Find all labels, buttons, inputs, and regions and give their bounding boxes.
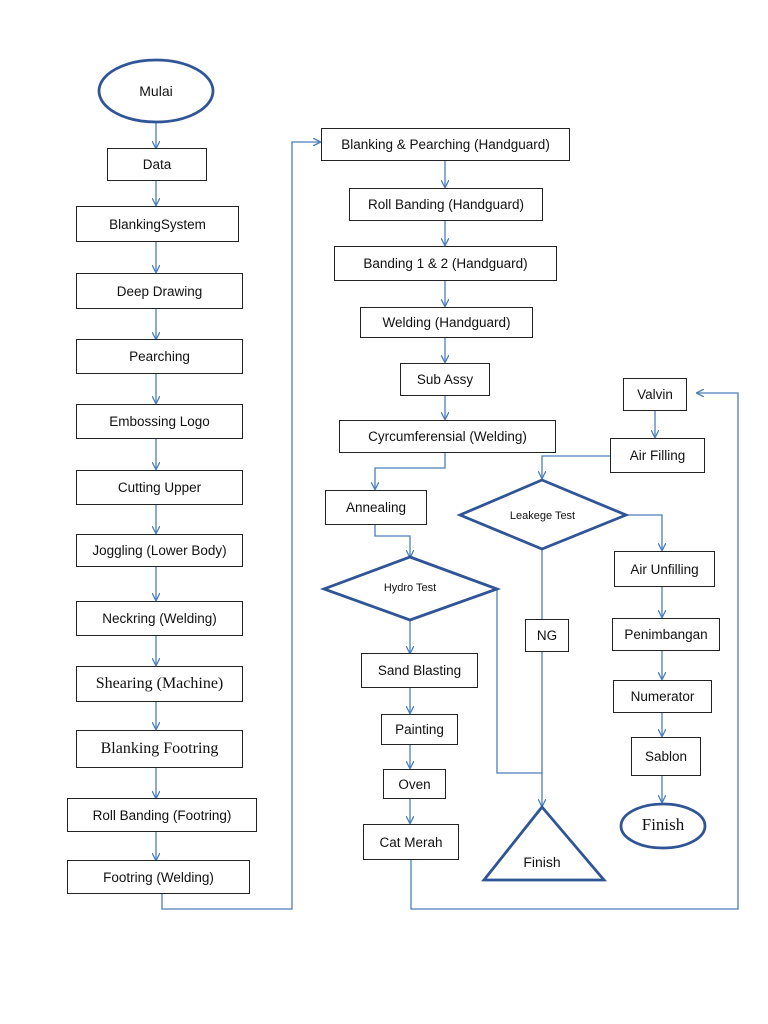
mulai-oval [97,58,215,124]
ng-box: NG [525,619,569,652]
connector-footring-to-handguard [161,142,320,910]
roll-banding-footring-box: Roll Banding (Footring) [67,798,257,832]
leakege-test-diamond [456,478,630,551]
blanking-pearching-handguard-box: Blanking & Pearching (Handguard) [321,128,570,161]
numerator-box: Numerator [613,680,712,713]
finish-oval-label: Finish [641,815,685,834]
hydro-test-diamond [319,555,502,622]
connector-annealing-hydro-test [374,524,410,557]
oven-box: Oven [383,769,446,799]
embossing-logo-box: Embossing Logo [76,404,243,439]
sand-blasting-box: Sand Blasting [361,653,478,688]
penimbangan-box: Penimbangan [612,618,720,651]
connector-leakege-test-air-unfilling [626,514,662,550]
finish-oval [619,802,707,850]
cyrcumferensial-box: Cyrcumferensial (Welding) [339,420,556,453]
connector-cat-merah-to-valvin [410,393,739,910]
connector-hydro-test-finish [496,589,542,774]
data-box: Data [107,148,207,181]
connector-cyrcumferensial-annealing [375,452,446,489]
footring-welding-box: Footring (Welding) [67,860,250,894]
neckring-box: Neckring (Welding) [76,601,243,636]
mulai-label: Mulai [139,83,173,99]
blanking-footring-box: Blanking Footring [76,730,243,768]
shearing-box: Shearing (Machine) [76,666,243,702]
leakege-test-label: Leakege Test [509,510,576,522]
deep-drawing-box: Deep Drawing [76,273,243,309]
blanking-system-box: BlankingSystem [76,206,239,242]
finish-triangle-label: Finish [523,854,561,870]
annealing-box: Annealing [325,490,427,525]
air-unfilling-box: Air Unfilling [614,551,715,587]
cat-merah-box: Cat Merah [363,824,459,860]
cutting-upper-box: Cutting Upper [76,470,243,505]
roll-banding-handguard-box: Roll Banding (Handguard) [349,188,543,221]
finish-triangle [481,804,608,882]
valvin-box: Valvin [623,378,687,411]
sub-assy-box: Sub Assy [400,363,490,396]
banding-handguard-box: Banding 1 & 2 (Handguard) [334,246,557,281]
joggling-box: Joggling (Lower Body) [76,534,243,567]
connector-air-filling-leakege-test [542,455,610,478]
sablon-box: Sablon [631,737,701,776]
pearching-box: Pearching [76,339,243,374]
air-filling-box: Air Filling [610,438,705,473]
hydro-test-label: Hydro Test [383,582,437,594]
painting-box: Painting [381,714,458,745]
welding-handguard-box: Welding (Handguard) [360,307,533,338]
